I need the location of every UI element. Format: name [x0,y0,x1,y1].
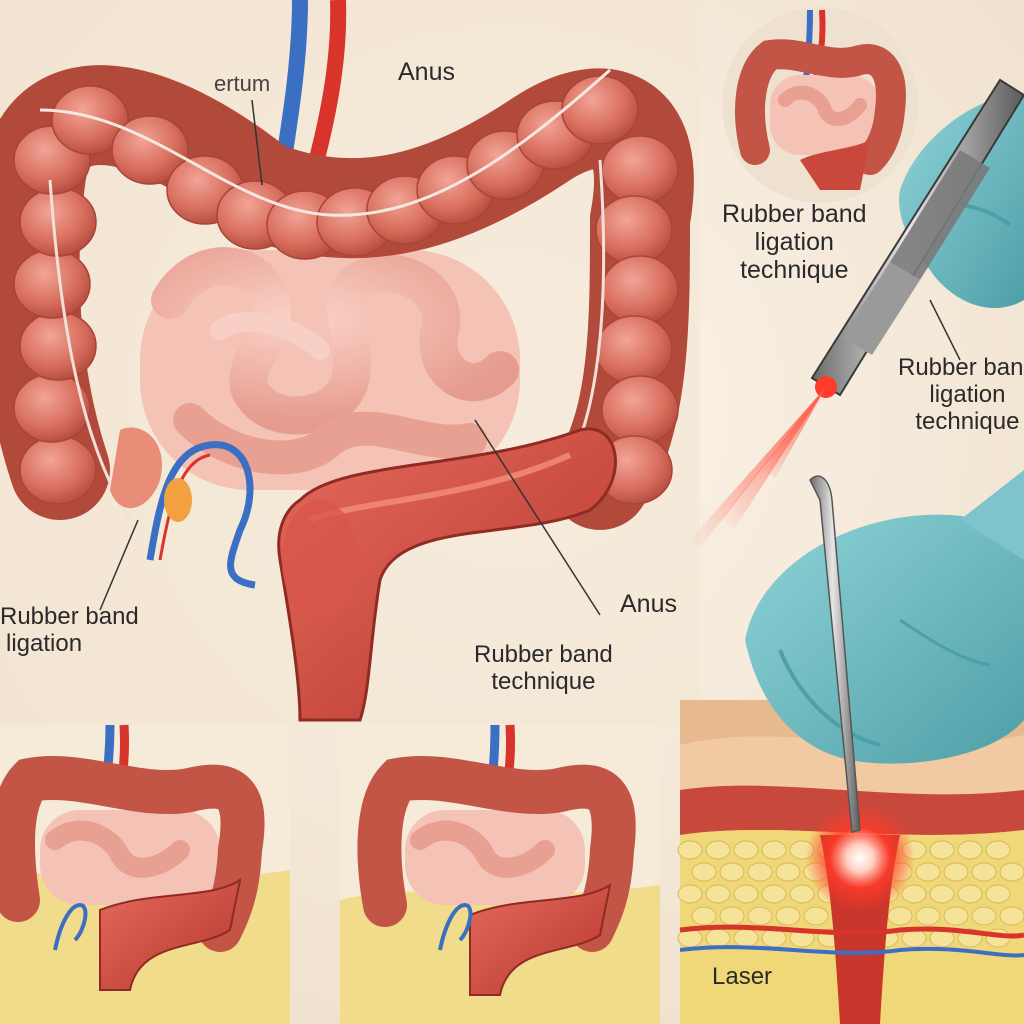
colon-haustra [13,75,679,505]
haustra-bump [595,195,673,265]
fat-cell [985,884,1011,904]
fat-cell [943,906,969,926]
fat-cell [761,840,787,860]
small-intestine [140,247,520,490]
fat-cell [747,906,773,926]
fat-cell [957,840,983,860]
fat-cell [705,840,731,860]
fat-cell [887,906,913,926]
label-rectum: ertum [214,71,271,96]
fat-cell [691,906,717,926]
label-rubber-band-technique: Rubber band technique [474,641,613,695]
label-laser: Laser [712,963,773,990]
fat-cell [971,862,997,882]
haustra-bump [13,249,91,319]
haustra-bump [561,75,639,145]
fat-cell [775,906,801,926]
haustra-bump [601,255,679,325]
fat-cell [733,928,759,948]
small-colon-diagram-2 [340,724,660,1024]
fat-cell [915,862,941,882]
haustra-bump [19,311,97,381]
fat-cell [691,862,717,882]
haustra-bump [601,135,679,205]
haustra-bump [595,315,673,385]
label-rubber-band-ligation-left: Rubber band ligation [0,603,139,657]
fat-cell [677,884,703,904]
fat-cell [775,862,801,882]
label-rubber-band-ligation-technique-top: Rubber band ligation technique [722,200,867,284]
haustra-bump [19,435,97,505]
label-anus-mid: Anus [620,590,677,618]
haustra-bump [51,85,129,155]
small-colon-diagram-1 [0,724,290,1024]
inset-colon-diagram [722,7,918,203]
fat-cell [719,906,745,926]
fat-cell [733,884,759,904]
fat-cell [761,884,787,904]
fat-cell [677,840,703,860]
fat-cell [733,840,759,860]
fat-cell [719,862,745,882]
fat-cell [705,928,731,948]
fat-cell [901,884,927,904]
fat-cell [971,906,997,926]
laser-tissue-scene [677,470,1024,1024]
fat-cell [929,884,955,904]
haustra-bump [111,115,189,185]
fat-cell [705,884,731,904]
label-rubber-band-ligation-technique-right: Rubber band ligation technique [898,354,1024,435]
rectum [277,427,617,722]
main-colon-diagram [0,0,694,722]
fat-cell [789,884,815,904]
haustra-bump [601,375,679,445]
fat-cell [747,862,773,882]
fat-cell [803,906,829,926]
fat-cell [943,862,969,882]
haustra-bump [19,187,97,257]
fat-cell [929,840,955,860]
label-anus-top: Anus [398,58,455,86]
laser-probe-hand [690,78,1024,548]
fat-cell [999,862,1024,882]
fat-cell [985,840,1011,860]
fat-cell [915,906,941,926]
fat-cell [999,906,1024,926]
fat-cell [957,884,983,904]
